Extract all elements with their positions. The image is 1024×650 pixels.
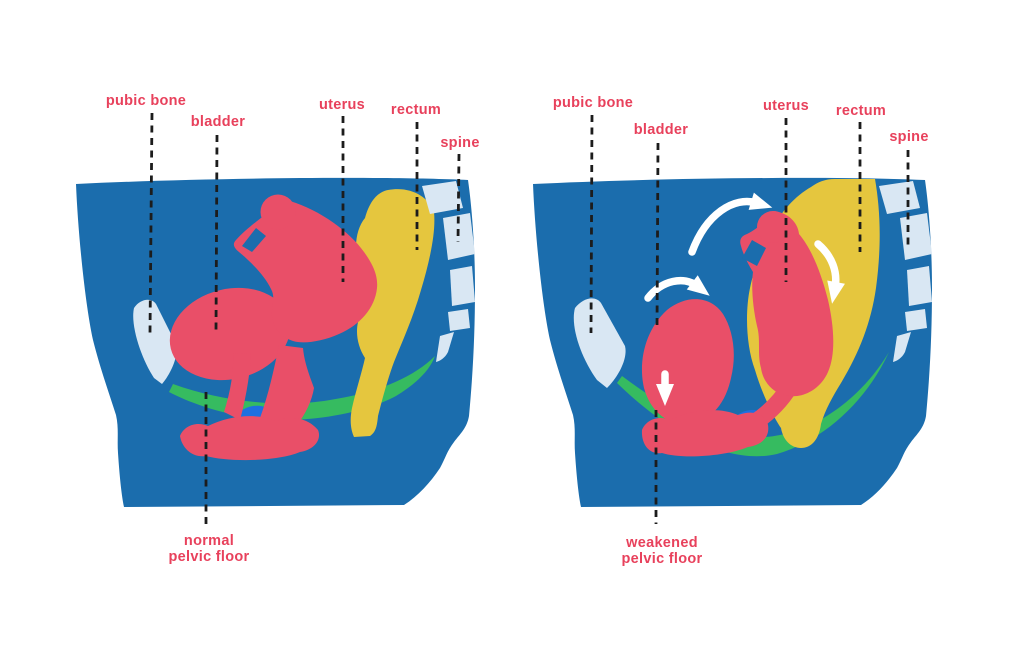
arrow-bladder-drop-icon (644, 275, 710, 302)
label-bladder-left: bladder (190, 114, 246, 130)
urethra-shape (224, 353, 251, 420)
caption-line: normal (183, 533, 235, 549)
caption-line: pelvic floor (168, 548, 250, 565)
caption-line: weakened (626, 535, 698, 551)
label-spine-right: spine (889, 129, 929, 145)
bladder-shape (169, 287, 291, 381)
rectum-shape (350, 189, 435, 437)
label-spine-left: spine (440, 135, 480, 151)
uterus-shape (740, 211, 834, 397)
normal-pelvis-diagram (76, 177, 475, 508)
uterus-handle-hole (242, 228, 266, 252)
pubic-bone-shape (573, 298, 626, 388)
label-uterus-left: uterus (318, 97, 366, 113)
perineum-shape (641, 410, 769, 457)
caption-normal-pelvic-floor: normal pelvic floor (168, 533, 250, 565)
label-rectum-right: rectum (835, 103, 887, 119)
caption-line: pelvic floor (621, 550, 703, 567)
label-pubic-bone-left: pubic bone (105, 93, 187, 109)
arrow-rectum-drop-icon (814, 240, 845, 304)
uterus-fundus-knob (757, 211, 789, 243)
spine-vertebrae (422, 181, 475, 362)
pubic-bone-shape (133, 299, 177, 384)
label-pubic-bone-right: pubic bone (552, 95, 634, 111)
label-bladder-right: bladder (633, 122, 689, 138)
perineum-shape (180, 416, 320, 461)
label-rectum-left: rectum (390, 102, 442, 118)
uterus-fundus-knob (260, 194, 296, 230)
label-uterus-right: uterus (762, 98, 810, 114)
arrow-uterus-drop-icon (688, 192, 773, 256)
weakened-pelvis-diagram (533, 177, 932, 508)
caption-weakened-pelvic-floor: weakened pelvic floor (621, 535, 703, 567)
uterus-handle-hole (742, 240, 766, 266)
uterus-shape (233, 201, 378, 343)
vagina-shape (260, 345, 314, 426)
